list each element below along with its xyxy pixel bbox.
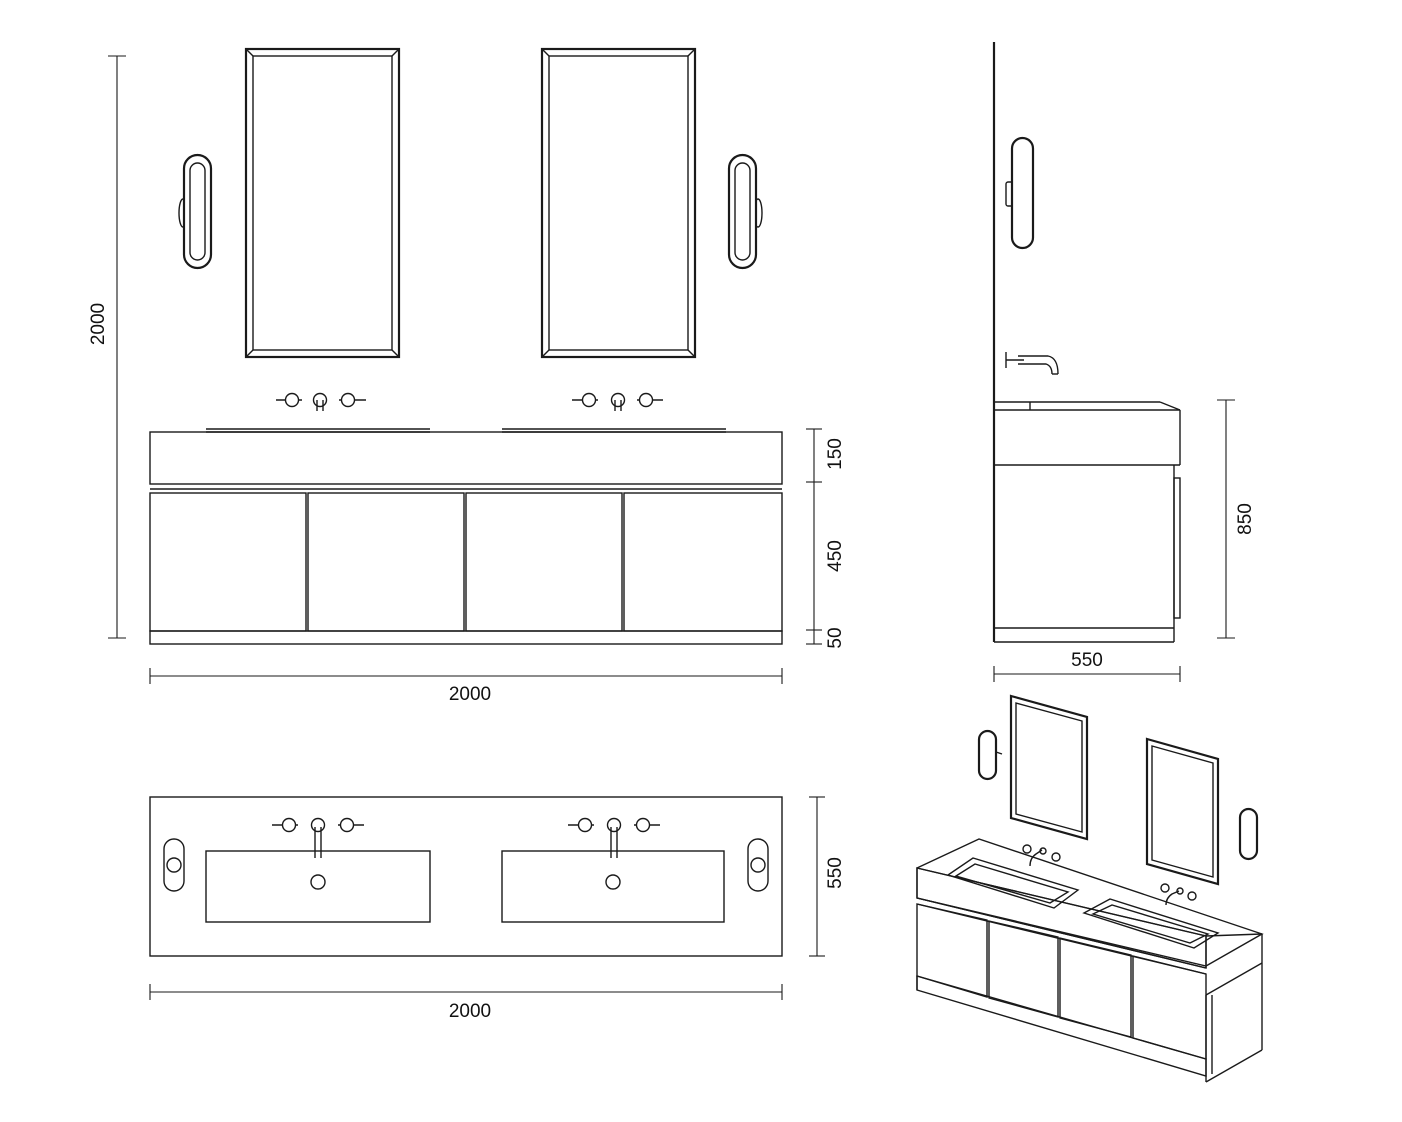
- left-mirror: [244, 47, 401, 359]
- plan-width-label: 2000: [449, 1001, 491, 1022]
- side-depth-dimension: 550: [993, 650, 1181, 682]
- front-vanity: [149, 428, 783, 645]
- iso-vanity: [916, 838, 1264, 1083]
- front-top-dim-label: 150: [825, 438, 846, 470]
- left-wall-lamp-icon: [178, 153, 213, 270]
- iso-left-mirror: [1009, 694, 1089, 841]
- right-wall-lamp-icon: [727, 153, 763, 270]
- right-mirror: [540, 47, 697, 359]
- isometric-view: [916, 694, 1264, 1083]
- side-height-dimension: 850: [1217, 399, 1256, 639]
- side-spout-icon: [1005, 352, 1059, 375]
- plan-right-tap-set-icon: [568, 817, 660, 858]
- plan-depth-dimension: 550: [809, 796, 846, 957]
- iso-left-tap-set-icon: [1022, 844, 1061, 867]
- front-height-label: 2000: [88, 303, 109, 345]
- plan-depth-label: 550: [825, 857, 846, 889]
- front-bottom-dim-label: 50: [825, 627, 846, 648]
- plan-right-basin: [501, 850, 725, 923]
- plan-left-basin: [205, 850, 431, 923]
- iso-left-lamp-icon: [977, 729, 1003, 781]
- right-tap-set-icon: [572, 392, 663, 411]
- plan-width-dimension: 2000: [149, 984, 783, 1022]
- plan-view: 550 2000: [149, 796, 846, 1022]
- side-vanity: [994, 401, 1181, 643]
- side-elevation: 850 550: [992, 42, 1256, 682]
- front-elevation: 2000: [88, 47, 846, 705]
- side-depth-label: 550: [1071, 650, 1103, 671]
- iso-right-mirror: [1145, 737, 1220, 886]
- front-middle-dim-label: 450: [825, 540, 846, 572]
- plan-right-lamp-icon: [747, 838, 769, 892]
- plan-left-tap-set-icon: [272, 817, 364, 858]
- side-height-label: 850: [1235, 503, 1256, 535]
- front-height-dimension: 2000: [88, 55, 126, 639]
- front-width-label: 2000: [449, 684, 491, 705]
- side-wall-lamp-icon: [1005, 136, 1035, 250]
- iso-right-tap-set-icon: [1160, 883, 1197, 906]
- left-tap-set-icon: [276, 392, 366, 411]
- plan-left-lamp-icon: [163, 838, 185, 892]
- front-width-dimension: 2000: [149, 668, 783, 705]
- front-section-dimensions: 150 450 50: [806, 428, 846, 649]
- iso-right-lamp-icon: [1238, 807, 1259, 861]
